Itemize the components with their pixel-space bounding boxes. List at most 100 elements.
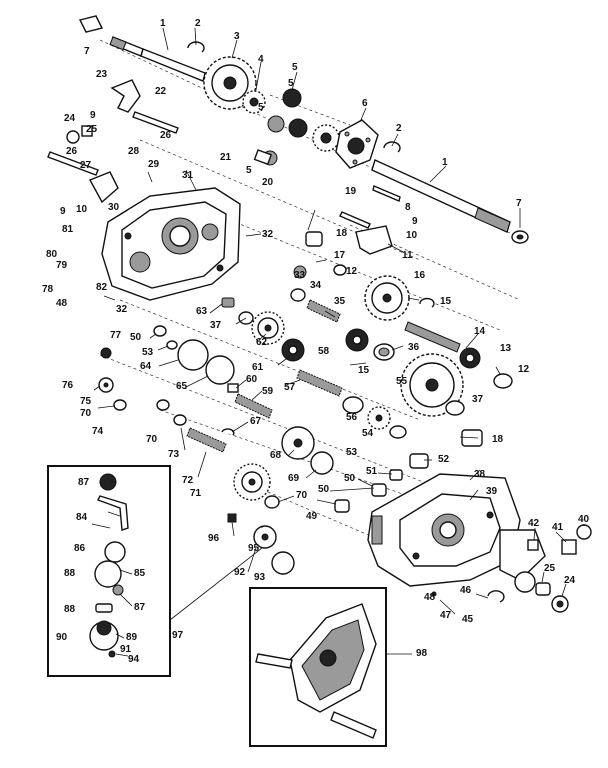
sprocket-16	[364, 275, 410, 321]
fitting-42	[527, 539, 539, 551]
shift-rod-26	[132, 111, 179, 134]
callout-26-left: 26	[66, 146, 78, 157]
pin-48-right	[431, 591, 437, 597]
housing-right-39	[367, 473, 521, 587]
callout-32-lower: 32	[116, 304, 128, 315]
washer-24-right	[551, 595, 569, 613]
long-axle-shaft-1	[371, 159, 511, 233]
callout-14: 14	[474, 326, 486, 337]
callout-28: 28	[128, 146, 140, 157]
bushing-36	[373, 343, 395, 361]
sprocket-small-4	[242, 90, 266, 114]
collar-21	[253, 149, 273, 166]
bushing-24-left	[66, 130, 80, 144]
callout-86: 86	[74, 543, 86, 554]
callout-85: 85	[134, 568, 146, 579]
callout-56: 56	[346, 412, 358, 423]
callout-5-c: 5	[258, 102, 264, 113]
cap-40	[576, 524, 592, 540]
callout-97: 97	[172, 630, 184, 641]
detail-box-98	[249, 587, 412, 747]
callout-65: 65	[176, 381, 188, 392]
bolt-96	[227, 513, 237, 523]
callout-58: 58	[318, 346, 330, 357]
sprocket-62	[251, 311, 285, 345]
callout-87-mid: 87	[134, 602, 146, 613]
sprocket-gear-mid	[312, 124, 340, 152]
callout-67: 67	[250, 416, 262, 427]
axle-washer-7	[511, 230, 529, 244]
callout-1-top: 1	[160, 18, 166, 29]
callout-79: 79	[56, 260, 68, 271]
callout-8: 8	[405, 202, 411, 213]
callout-81: 81	[62, 224, 74, 235]
callout-45: 45	[462, 614, 474, 625]
callout-54: 54	[362, 428, 374, 439]
callout-11: 11	[402, 250, 413, 261]
splined-shaft-35	[306, 299, 341, 323]
callout-9-left: 9	[60, 206, 66, 217]
callout-6: 6	[362, 98, 368, 109]
clip-46	[487, 590, 505, 603]
gear-58	[345, 328, 369, 352]
callout-25-left: 25	[86, 124, 98, 135]
callout-34: 34	[310, 280, 322, 291]
bushing-51	[389, 469, 403, 481]
callout-76: 76	[62, 380, 74, 391]
callout-88-upper: 88	[64, 568, 76, 579]
callout-74: 74	[92, 426, 104, 437]
callout-95: 95	[248, 543, 260, 554]
bushing-25-right	[535, 582, 551, 596]
callout-52: 52	[438, 454, 450, 465]
callout-10-left: 10	[76, 204, 88, 215]
pin-19	[339, 211, 371, 229]
callout-20: 20	[262, 177, 274, 188]
callout-15-upper: 15	[440, 296, 452, 307]
callout-13: 13	[500, 343, 512, 354]
shaft-59	[234, 393, 273, 419]
shift-arm-28	[89, 171, 119, 204]
cover-95	[253, 525, 277, 549]
washer-53-right	[389, 425, 407, 439]
screw-47	[439, 599, 456, 615]
spacer-33	[293, 265, 307, 279]
callout-1-right: 1	[442, 157, 448, 168]
detent-rod-27	[47, 151, 99, 176]
callout-39: 39	[486, 486, 498, 497]
input-shaft-short	[109, 36, 206, 82]
callout-70-lower: 70	[296, 490, 308, 501]
cap-93	[271, 551, 295, 575]
callout-88-lower: 88	[64, 604, 76, 615]
callout-49: 49	[306, 511, 318, 522]
callout-36: 36	[408, 342, 420, 353]
disc-68	[281, 426, 315, 460]
callout-2-right: 2	[396, 123, 402, 134]
callout-41: 41	[552, 522, 564, 533]
callout-23: 23	[96, 69, 108, 80]
callout-5-d: 5	[246, 165, 252, 176]
snap-ring-15-upper	[419, 297, 435, 308]
callout-47: 47	[440, 610, 452, 621]
callout-40: 40	[578, 514, 590, 525]
callout-38: 38	[474, 469, 486, 480]
callout-46: 46	[460, 585, 472, 596]
collar-63	[221, 297, 235, 308]
callout-16: 16	[414, 270, 426, 281]
callout-91: 91	[120, 644, 132, 655]
callout-48-right: 48	[424, 592, 436, 603]
callout-71: 71	[190, 488, 202, 499]
callout-26-right: 26	[160, 130, 172, 141]
bearing-75	[98, 377, 114, 393]
callout-2-top: 2	[195, 18, 201, 29]
callout-31: 31	[182, 170, 194, 181]
callout-63: 63	[196, 306, 208, 317]
washer-70-right	[264, 495, 280, 509]
callout-10-right: 10	[406, 230, 418, 241]
callout-12-right: 12	[518, 364, 530, 375]
snap-ring-top	[187, 41, 205, 53]
callout-48-left: 48	[56, 298, 68, 309]
callout-68: 68	[270, 450, 282, 461]
detail-box-97	[47, 465, 263, 677]
washer-34	[290, 288, 306, 302]
